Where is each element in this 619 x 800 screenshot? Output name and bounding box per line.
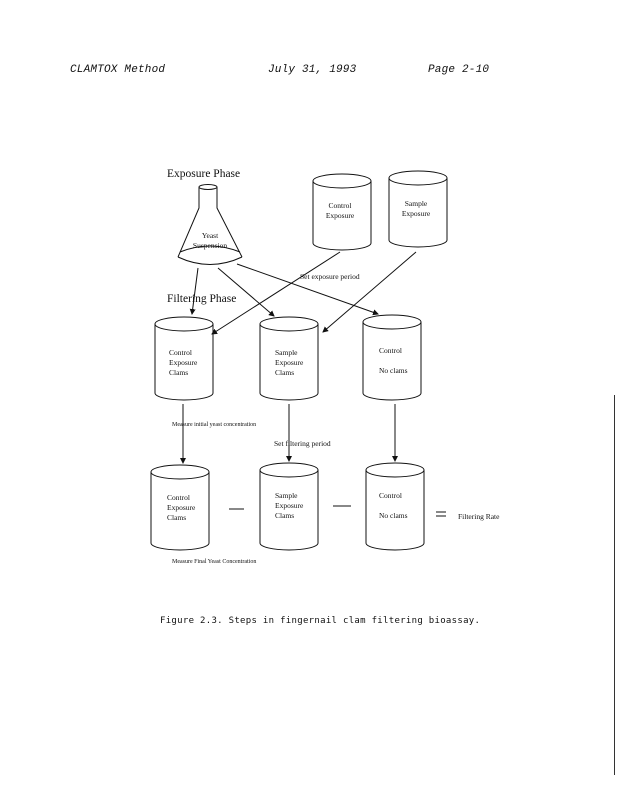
control-no-clams-container-bottom [365, 462, 425, 551]
bottom-sample-label-3: Clams [275, 511, 294, 520]
bottom-nc-label-2: No clams [379, 511, 408, 520]
arrow-flask-to-sample [217, 267, 275, 317]
top-sample-label-2: Exposure [402, 209, 431, 218]
flask-label-line-1: Yeast [202, 231, 219, 240]
measure-final-label: Measure Final Yeast Concentration [172, 559, 256, 565]
scan-edge-mark [614, 395, 615, 775]
bottom-control-label-1: Control [167, 493, 190, 502]
top-sample-label-1: Sample [405, 199, 428, 208]
header-page-number: Page 2-10 [428, 64, 490, 76]
bottom-sample-label-2: Exposure [275, 501, 304, 510]
set-exposure-period-label: Set exposure period [300, 272, 360, 281]
middle-control-label-2: Exposure [169, 358, 198, 367]
middle-sample-label-3: Clams [275, 368, 294, 377]
control-no-clams-container-middle [362, 314, 422, 401]
set-filtering-period-label: Set filtering period [274, 439, 331, 448]
bottom-control-label-2: Exposure [167, 503, 196, 512]
header-method: CLAMTOX Method [70, 64, 166, 76]
arrow-sample-exposure-to-sample [322, 251, 417, 333]
arrow-flask-to-no-clams [236, 263, 379, 316]
control-exposure-clams-container-middle [154, 316, 214, 401]
top-control-label-2: Exposure [326, 211, 355, 220]
sample-exposure-clams-container-bottom [259, 462, 319, 551]
header-date: July 31, 1993 [268, 64, 357, 76]
yeast-suspension-flask [177, 184, 243, 265]
middle-sample-label-2: Exposure [275, 358, 304, 367]
sample-exposure-container-top [388, 170, 448, 248]
sample-exposure-clams-container-middle [259, 316, 319, 401]
filtering-rate-label: Filtering Rate [458, 512, 500, 521]
figure-caption: Figure 2.3. Steps in fingernail clam fil… [160, 616, 481, 626]
arrow-control-exposure-to-control [211, 251, 341, 335]
control-exposure-clams-container-bottom [150, 464, 210, 551]
bottom-control-label-3: Clams [167, 513, 186, 522]
arrow-flask-to-control [189, 267, 199, 315]
bottom-sample-label-1: Sample [275, 491, 298, 500]
measure-initial-label: Measure initial yeast concentration [172, 422, 256, 428]
middle-control-label-1: Control [169, 348, 192, 357]
bottom-nc-label-1: Control [379, 491, 402, 500]
flask-label-line-2: Suspension [193, 241, 227, 250]
middle-control-label-3: Clams [169, 368, 188, 377]
middle-nc-label-1: Control [379, 346, 402, 355]
filtering-phase-label: Filtering Phase [167, 293, 236, 305]
middle-nc-label-2: No clams [379, 366, 408, 375]
top-control-label-1: Control [329, 201, 352, 210]
control-exposure-container-top [312, 173, 372, 251]
middle-sample-label-1: Sample [275, 348, 298, 357]
exposure-phase-label: Exposure Phase [167, 168, 240, 180]
